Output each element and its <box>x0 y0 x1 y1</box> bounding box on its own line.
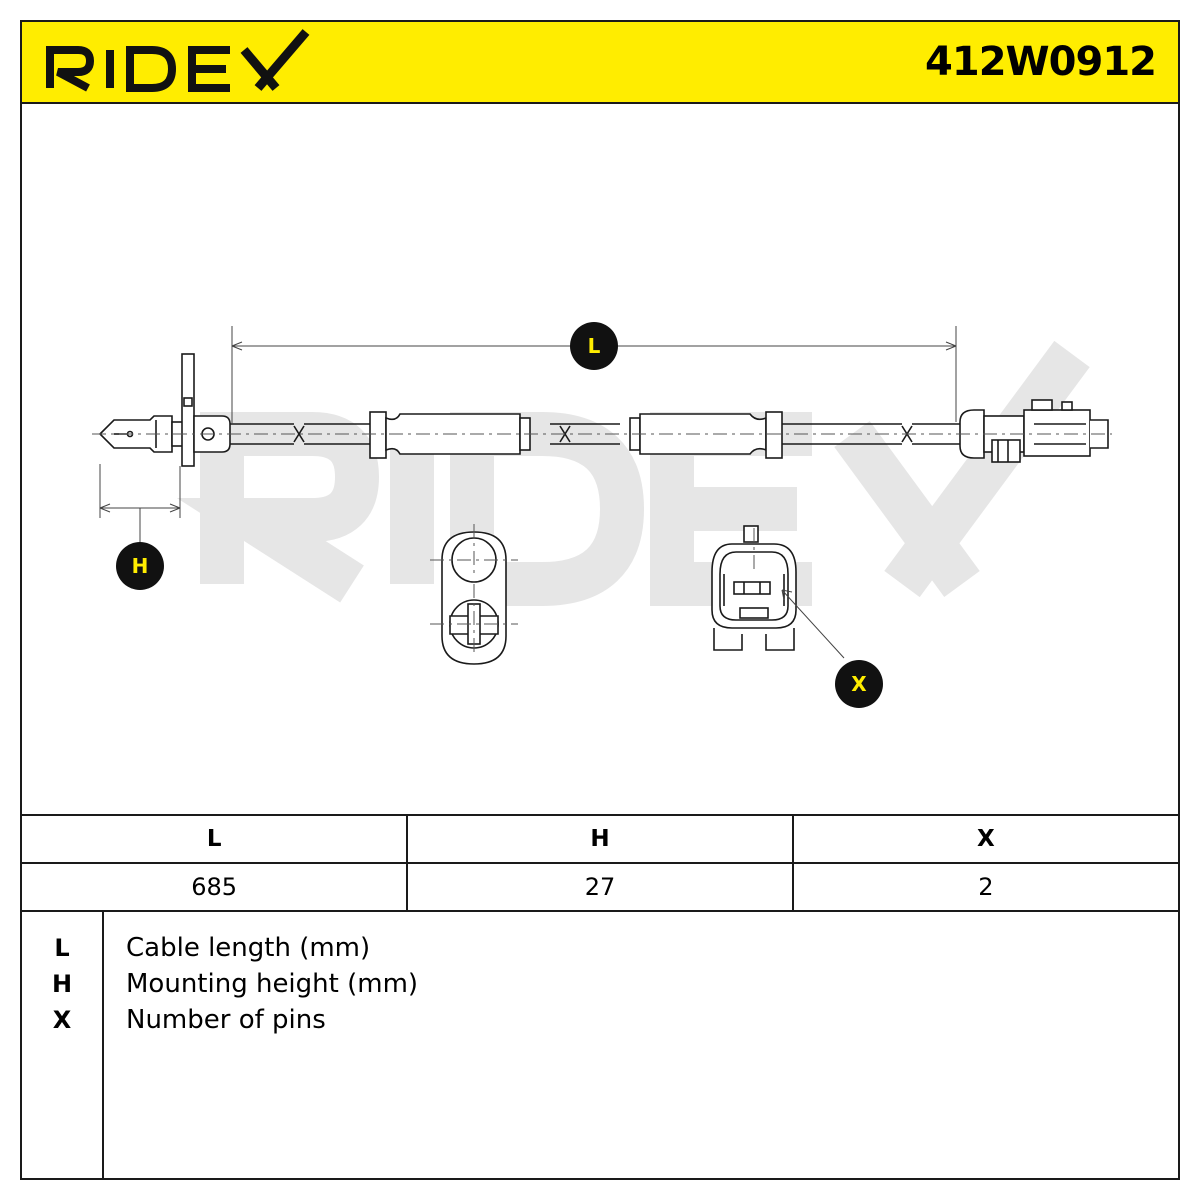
callout-X: X <box>835 660 883 708</box>
callout-H-label: H <box>132 554 149 578</box>
spec-value-X: 2 <box>791 862 1178 912</box>
connector-side-view <box>959 399 1109 463</box>
legend-symbol: X <box>52 1006 72 1034</box>
callout-L: L <box>570 322 618 370</box>
legend-row: H Mounting height (mm) <box>22 966 1178 1002</box>
legend-row: L Cable length (mm) <box>22 930 1178 966</box>
spec-value-H: 27 <box>406 862 793 912</box>
ridex-logo <box>46 29 310 92</box>
legend-description: Cable length (mm) <box>126 933 371 963</box>
legend: L Cable length (mm) H Mounting height (m… <box>22 912 1178 1178</box>
spec-table-value-row: 685 27 2 <box>22 862 1178 912</box>
legend-symbol: L <box>54 934 70 962</box>
legend-row: X Number of pins <box>22 1002 1178 1038</box>
spec-header-H: H <box>406 814 793 863</box>
header-bar: 412W0912 <box>22 22 1178 104</box>
legend-description: Mounting height (mm) <box>126 969 419 999</box>
technical-sheet: 412W0912 <box>20 20 1180 1180</box>
callout-H: H <box>116 542 164 590</box>
callout-X-label: X <box>851 672 867 696</box>
sensor-head <box>98 353 231 467</box>
center-lines <box>92 433 1112 652</box>
spec-table-header-row: L H X <box>22 814 1178 863</box>
watermark-logo <box>176 340 1090 606</box>
spec-table: L H X 685 27 2 <box>22 814 1178 912</box>
legend-description: Number of pins <box>126 1005 326 1035</box>
connector-face-view <box>711 525 797 651</box>
part-number: 412W0912 <box>925 39 1157 85</box>
legend-symbol: H <box>51 970 73 998</box>
spec-header-X: X <box>791 814 1178 863</box>
spec-header-L: L <box>22 814 408 863</box>
sensor-drawing: L H X <box>92 322 1112 708</box>
callout-L-label: L <box>588 334 601 358</box>
legend-divider <box>102 912 104 1178</box>
spec-value-L: 685 <box>22 862 408 912</box>
